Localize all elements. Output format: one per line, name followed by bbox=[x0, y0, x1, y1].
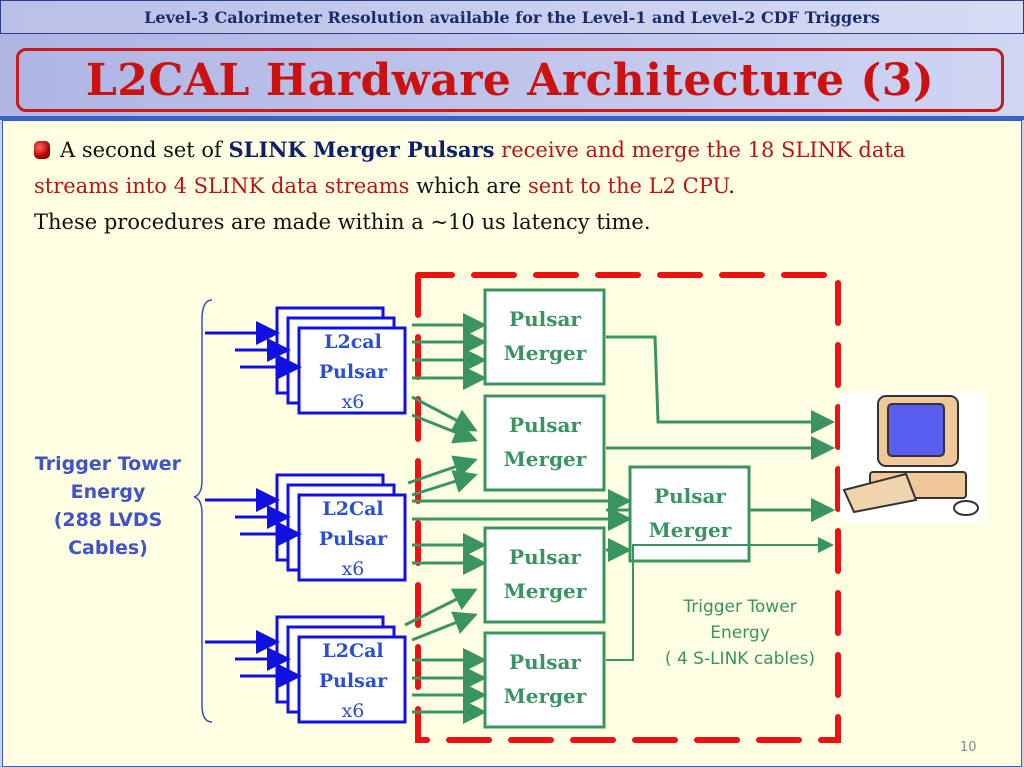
data-link bbox=[411, 611, 478, 642]
pulsar-label: Pulsar bbox=[319, 528, 388, 550]
pulsar-label: Pulsar bbox=[319, 361, 388, 383]
data-link bbox=[404, 588, 478, 627]
pulsar-multiplicity: x6 bbox=[342, 558, 365, 580]
slide-title: L2CAL Hardware Architecture (3) bbox=[85, 54, 935, 106]
svg-text:Pulsar: Pulsar bbox=[509, 413, 581, 437]
pulsar-multiplicity: x6 bbox=[342, 391, 365, 413]
data-link bbox=[407, 455, 478, 485]
page-number: 10 bbox=[960, 740, 977, 755]
computer-icon bbox=[840, 392, 986, 522]
slide-subtitle: Level-3 Calorimeter Resolution available… bbox=[144, 7, 880, 27]
data-link bbox=[411, 413, 478, 444]
svg-text:Pulsar: Pulsar bbox=[509, 545, 581, 569]
data-link bbox=[411, 469, 478, 497]
output-label: Trigger Tower Energy ( 4 S-LINK cables) bbox=[664, 597, 816, 669]
highlight-slink-merger: SLINK Merger Pulsars bbox=[228, 137, 495, 162]
svg-text:Merger: Merger bbox=[649, 518, 732, 542]
paragraph-2: These procedures are made within a ~10 u… bbox=[34, 210, 651, 234]
separator bbox=[0, 116, 1024, 120]
svg-text:Merger: Merger bbox=[504, 684, 587, 708]
pulsar-name: L2cal bbox=[324, 331, 382, 353]
svg-text:Merger: Merger bbox=[504, 341, 587, 365]
data-link bbox=[411, 395, 478, 432]
svg-text:Merger: Merger bbox=[504, 579, 587, 603]
pulsar-multiplicity: x6 bbox=[342, 700, 365, 722]
svg-text:Merger: Merger bbox=[504, 447, 587, 471]
fpga-boundary bbox=[415, 272, 841, 743]
pulsar-name: L2Cal bbox=[322, 640, 383, 662]
slide-header: Level-3 Calorimeter Resolution available… bbox=[0, 0, 1024, 34]
paragraph-1: A second set of SLINK Merger Pulsars rec… bbox=[34, 137, 906, 198]
svg-text:Pulsar: Pulsar bbox=[509, 650, 581, 674]
pulsar-name: L2Cal bbox=[322, 498, 383, 520]
input-label: Trigger Tower Energy (288 LVDS Cables) bbox=[34, 453, 182, 559]
input-brace bbox=[193, 299, 213, 723]
title-frame: L2CAL Hardware Architecture (3) bbox=[16, 48, 1004, 112]
svg-text:Pulsar: Pulsar bbox=[654, 484, 726, 508]
pulsar-label: Pulsar bbox=[319, 670, 388, 692]
description: A second set of SLINK Merger Pulsars rec… bbox=[34, 132, 984, 240]
title-band bbox=[0, 34, 1024, 116]
svg-text:Pulsar: Pulsar bbox=[509, 307, 581, 331]
bullet-icon bbox=[34, 141, 50, 159]
